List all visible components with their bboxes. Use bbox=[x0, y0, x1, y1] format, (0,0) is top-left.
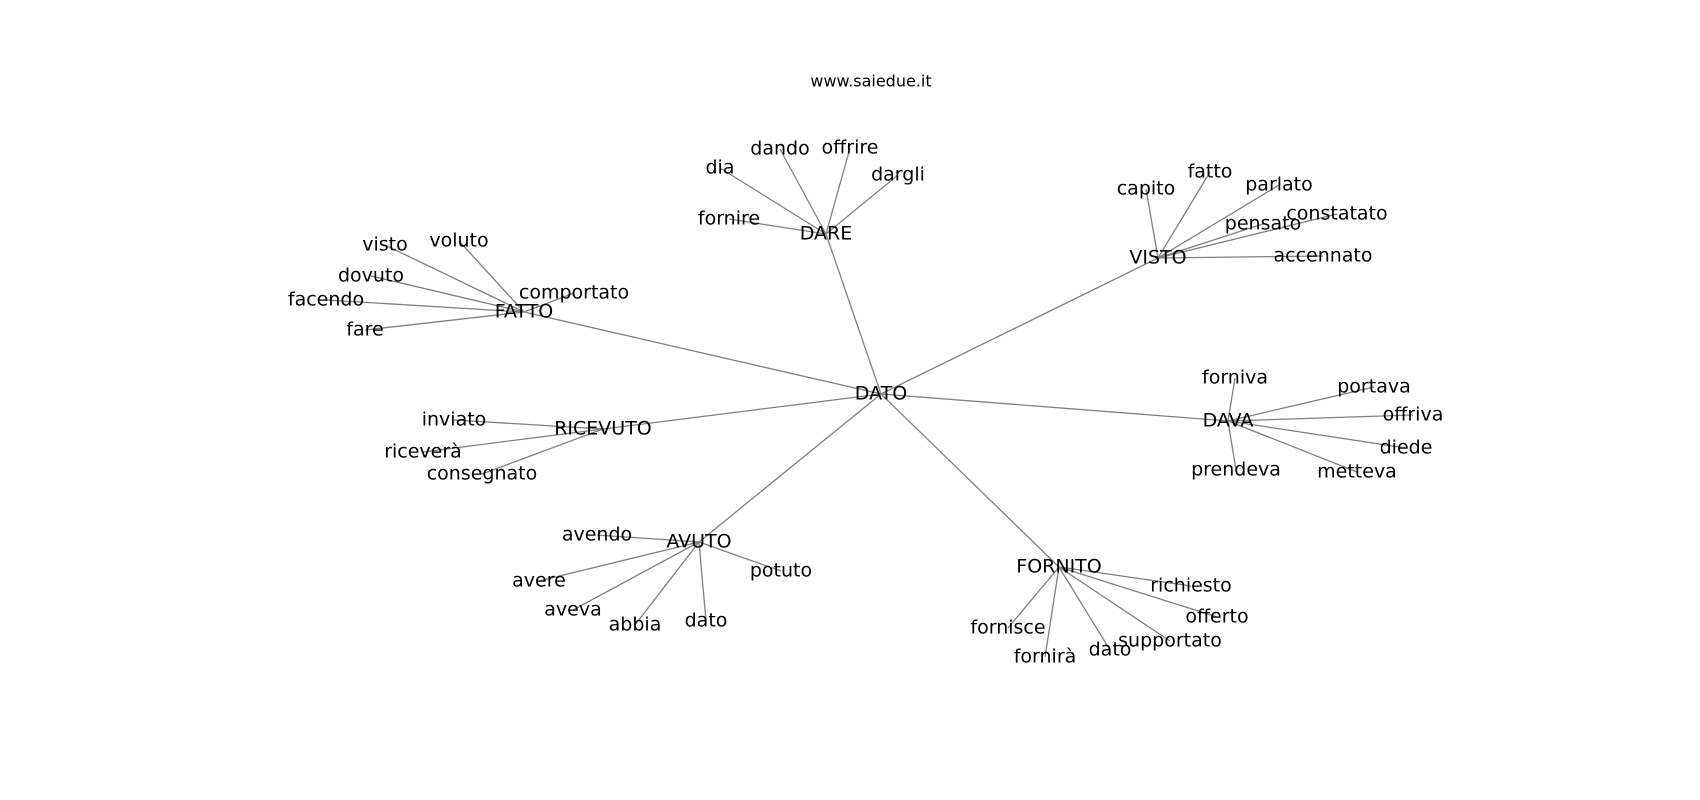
node-hub-ricevuto: RICEVUTO bbox=[554, 418, 652, 440]
node-leaf-capito: capito bbox=[1117, 178, 1176, 200]
node-leaf-fatto: fatto bbox=[1188, 161, 1233, 183]
edge-root-fornito bbox=[880, 393, 1060, 568]
edge-fatto-voluto bbox=[458, 240, 525, 313]
edge-fornito-supportato bbox=[1058, 566, 1171, 642]
node-root: DATO bbox=[855, 383, 907, 405]
node-leaf-dato: dato bbox=[1089, 639, 1132, 661]
edge-fatto-comportato bbox=[523, 292, 575, 313]
edge-avuto-dato bbox=[698, 541, 707, 622]
node-leaf-richiesto: richiesto bbox=[1150, 575, 1232, 597]
edge-root-fatto bbox=[523, 311, 882, 395]
node-leaf-avere: avere bbox=[512, 570, 566, 592]
node-leaf-accennato: accennato bbox=[1273, 245, 1372, 267]
node-leaf-consegnato: consegnato bbox=[427, 463, 538, 485]
node-leaf-offrire: offrire bbox=[822, 137, 879, 159]
node-leaf-inviato: inviato bbox=[422, 409, 487, 431]
edge-visto-pensato bbox=[1157, 223, 1264, 259]
node-hub-fornito: FORNITO bbox=[1016, 556, 1101, 578]
edge-visto-capito bbox=[1145, 188, 1159, 259]
node-leaf-prendeva: prendeva bbox=[1191, 459, 1281, 481]
edge-dare-dia bbox=[719, 167, 827, 235]
node-hub-avuto: AVUTO bbox=[666, 531, 731, 553]
node-leaf-avendo: avendo bbox=[562, 524, 632, 546]
node-leaf-dato: dato bbox=[685, 610, 728, 632]
edge-root-visto bbox=[880, 257, 1159, 395]
node-hub-fatto: FATTO bbox=[495, 301, 554, 323]
edge-dava-metteva bbox=[1227, 420, 1358, 473]
node-leaf-dargli: dargli bbox=[871, 164, 925, 186]
edge-root-dare bbox=[825, 233, 882, 395]
node-leaf-dia: dia bbox=[706, 157, 735, 179]
node-leaf-fare: fare bbox=[346, 319, 383, 341]
node-leaf-pensato: pensato bbox=[1225, 213, 1301, 235]
edge-visto-accennato bbox=[1157, 255, 1324, 259]
edge-ricevuto-consegnato bbox=[481, 428, 604, 475]
labels-layer: DATO DARE dia dando offrire dargli fornireVIST… bbox=[288, 137, 1443, 668]
edge-dava-diede bbox=[1227, 420, 1407, 449]
node-leaf-fornira: fornirà bbox=[1014, 646, 1077, 668]
node-leaf-diede: diede bbox=[1380, 437, 1433, 459]
node-leaf-offriva: offriva bbox=[1383, 404, 1444, 426]
edge-avuto-avere bbox=[538, 541, 700, 582]
edge-root-avuto bbox=[698, 393, 882, 543]
edge-fatto-fare bbox=[364, 311, 525, 331]
node-leaf-portava: portava bbox=[1337, 376, 1410, 398]
node-hub-dava: DAVA bbox=[1203, 410, 1254, 432]
node-leaf-forniva: forniva bbox=[1202, 367, 1268, 389]
edge-avuto-aveva bbox=[572, 541, 700, 611]
edge-dare-dargli bbox=[825, 174, 899, 235]
node-leaf-parlato: parlato bbox=[1245, 174, 1313, 196]
edge-visto-parlato bbox=[1157, 184, 1280, 259]
node-leaf-dando: dando bbox=[750, 138, 809, 160]
edge-ricevuto-inviato bbox=[453, 419, 604, 430]
edge-root-ricevuto bbox=[602, 393, 882, 430]
node-leaf-potuto: potuto bbox=[750, 560, 812, 582]
edge-fatto-dovuto bbox=[370, 275, 525, 313]
node-leaf-visto: visto bbox=[362, 234, 408, 256]
node-hub-dare: DARE bbox=[800, 223, 853, 245]
node-leaf-comportato: comportato bbox=[519, 282, 629, 304]
node-leaf-fornire: fornire bbox=[698, 208, 760, 230]
site-title: www.saiedue.it bbox=[810, 72, 931, 91]
edge-avuto-potuto bbox=[698, 541, 782, 572]
edge-ricevuto-ricevera bbox=[422, 428, 604, 453]
node-leaf-constatato: constatato bbox=[1286, 203, 1387, 225]
edge-fornito-richiesto bbox=[1058, 566, 1192, 587]
edge-dava-prendeva bbox=[1227, 420, 1237, 471]
edge-avuto-abbia bbox=[634, 541, 700, 626]
node-hub-visto: VISTO bbox=[1129, 247, 1186, 269]
edge-fornito-fornisce bbox=[1007, 566, 1060, 629]
node-leaf-ricevera: riceverà bbox=[384, 441, 462, 463]
edge-fornito-offerto bbox=[1058, 566, 1218, 618]
edge-fatto-facendo bbox=[325, 299, 525, 313]
edge-fornito-fornira bbox=[1044, 566, 1060, 658]
edge-dare-offrire bbox=[825, 147, 851, 235]
edge-visto-constatato bbox=[1157, 213, 1338, 259]
edge-fornito-dato bbox=[1058, 566, 1111, 651]
node-leaf-aveva: aveva bbox=[544, 599, 601, 621]
node-leaf-dovuto: dovuto bbox=[338, 265, 404, 287]
edge-dare-dando bbox=[779, 148, 827, 235]
node-leaf-metteva: metteva bbox=[1317, 461, 1397, 483]
node-leaf-facendo: facendo bbox=[288, 289, 364, 311]
edge-avuto-avendo bbox=[596, 534, 700, 543]
edge-dava-offriva bbox=[1227, 414, 1414, 422]
node-leaf-fornisce: fornisce bbox=[970, 617, 1045, 639]
node-leaf-abbia: abbia bbox=[609, 614, 662, 636]
node-leaf-voluto: voluto bbox=[429, 230, 488, 252]
node-leaf-supportato: supportato bbox=[1118, 630, 1222, 652]
edges-layer bbox=[325, 147, 1414, 658]
node-leaf-offerto: offerto bbox=[1185, 606, 1248, 628]
edge-dare-fornire bbox=[728, 218, 827, 235]
edge-root-dava bbox=[880, 393, 1229, 422]
edge-dava-forniva bbox=[1227, 377, 1236, 422]
edge-fatto-visto bbox=[384, 244, 525, 313]
edge-dava-portava bbox=[1227, 386, 1375, 422]
edge-visto-fatto bbox=[1157, 171, 1211, 259]
